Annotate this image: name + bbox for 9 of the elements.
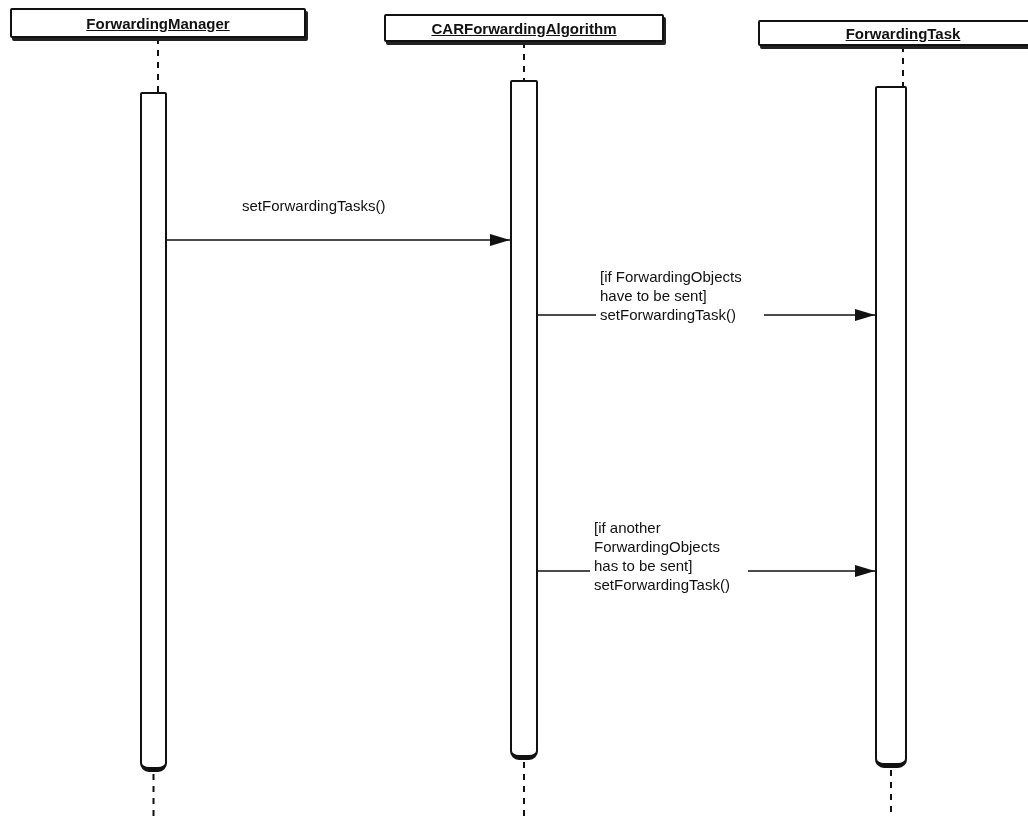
lifeline-header: ForwardingTask bbox=[758, 20, 1028, 46]
activation-bar bbox=[510, 80, 538, 760]
lifeline-header: ForwardingManager bbox=[10, 8, 306, 38]
message-arrow bbox=[166, 234, 511, 246]
lifeline bbox=[523, 761, 525, 817]
activation-bar bbox=[140, 92, 167, 772]
lifeline-header: CARForwardingAlgorithm bbox=[384, 14, 664, 42]
lifeline bbox=[152, 773, 155, 817]
activation-bar bbox=[875, 86, 907, 768]
